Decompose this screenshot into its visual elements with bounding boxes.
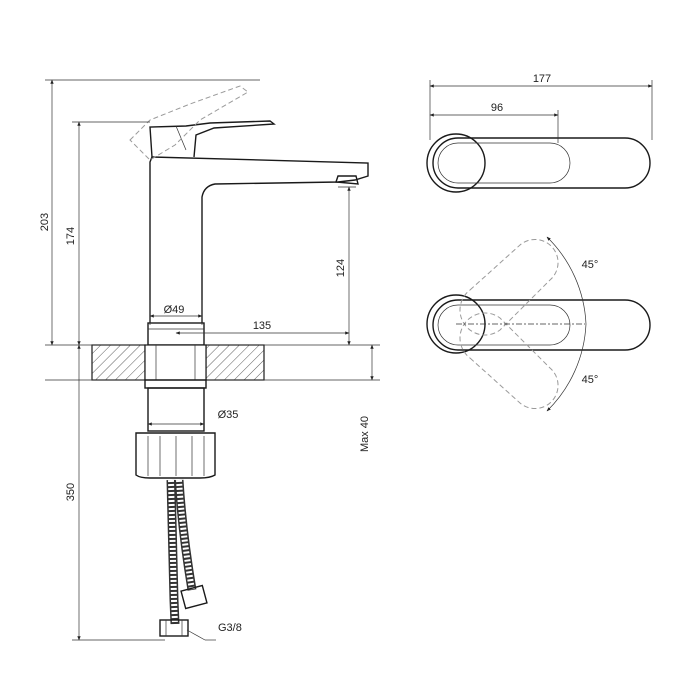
countertop-section [45,344,380,381]
label-max-thickness: Max 40 [359,416,371,452]
top-view-upper [426,80,653,193]
label-top-width: 177 [533,73,551,85]
label-spout-height: 124 [335,259,347,277]
label-height-total: 203 [39,213,51,231]
side-view-dimension-lines [45,79,374,641]
label-hose-length: 350 [65,483,77,501]
label-rotation-up: 45° [582,259,599,271]
shank-and-nut [135,344,216,479]
label-base-diameter: Ø49 [164,304,185,316]
label-height-body: 174 [65,227,77,245]
flexible-hoses [159,479,208,637]
top-view-rotation [426,236,651,412]
label-shank-diameter: Ø35 [218,409,239,421]
dimension-labels: 203 174 124 Ø49 135 Ø35 Max 40 350 G3/8 … [39,73,598,634]
label-handle-length: 96 [491,102,503,114]
label-connection: G3/8 [218,622,242,634]
label-spout-reach: 135 [253,320,271,332]
label-rotation-down: 45° [582,374,599,386]
